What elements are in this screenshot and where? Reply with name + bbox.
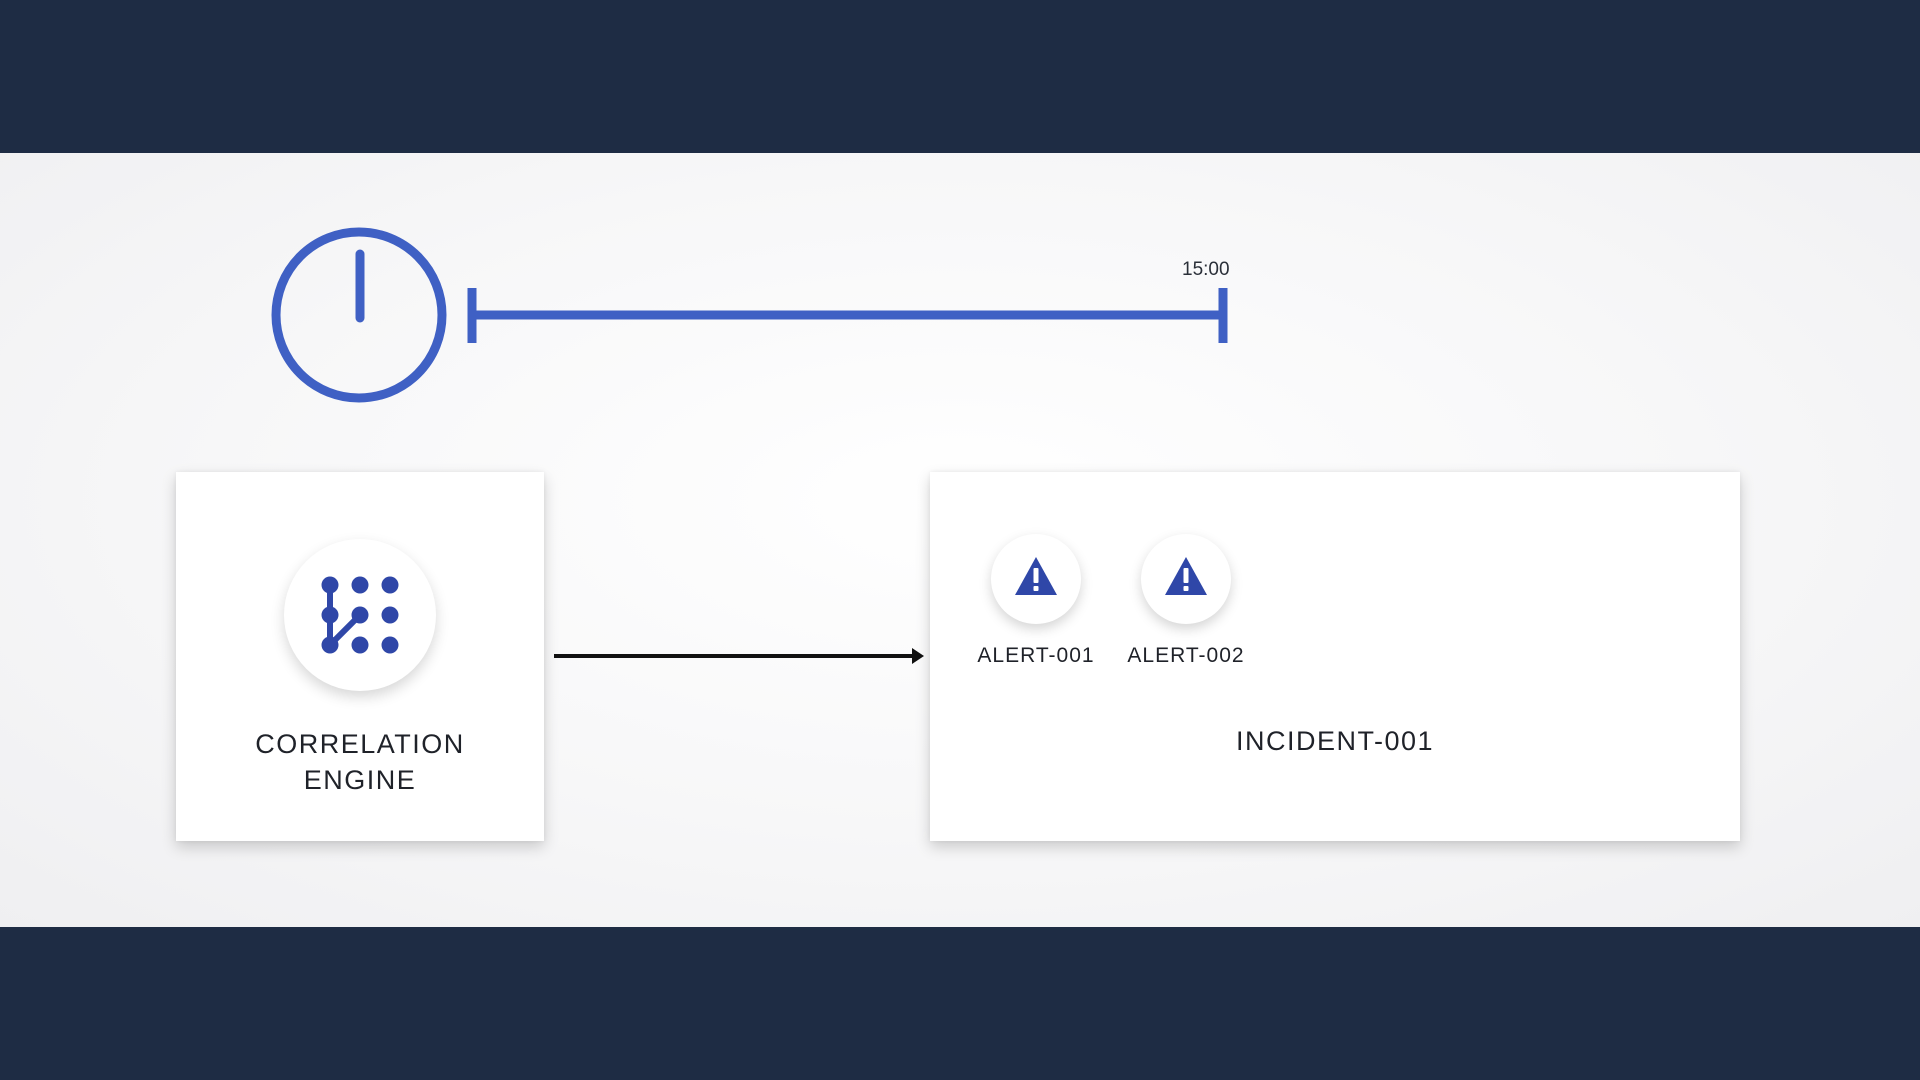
engine-label-line-1: CORRELATION [255, 729, 465, 759]
diagram-canvas: 15:00 CORRELATION ENGINE [0, 153, 1920, 927]
pattern-dot [381, 636, 399, 654]
engine-label-line-2: ENGINE [303, 765, 417, 795]
alert-item: ALERT-002 [1116, 534, 1256, 674]
incident-label: INCIDENT-001 [1235, 726, 1435, 756]
timer-graphic [271, 227, 1228, 403]
pattern-dot [381, 576, 399, 594]
pattern-dot [321, 636, 339, 654]
pattern-dot [321, 606, 339, 624]
pattern-dot [381, 606, 399, 624]
pattern-dot [351, 606, 369, 624]
correlation-engine-card: CORRELATION ENGINE [176, 472, 544, 841]
engine-icon-bubble [284, 539, 436, 691]
clock-icon [271, 227, 447, 403]
correlation-pattern-icon [321, 576, 399, 654]
warning-triangle-icon [1015, 557, 1057, 595]
alert-icon-bubble [991, 534, 1081, 624]
alert-item: ALERT-001 [966, 534, 1106, 674]
arrow-head [912, 648, 924, 664]
bottom-band [0, 927, 1920, 1080]
arrow-right-icon [554, 648, 924, 664]
engine-label: CORRELATION ENGINE [176, 726, 544, 798]
top-band [0, 0, 1920, 153]
pattern-dot [351, 576, 369, 594]
warning-triangle-icon [1165, 557, 1207, 595]
pattern-dot [351, 636, 369, 654]
alert-icon-bubble [1141, 534, 1231, 624]
pattern-dot [321, 576, 339, 594]
alert-label: ALERT-001 [977, 644, 1095, 667]
timeline-end-label: 15:00 [1182, 259, 1230, 280]
alert-label: ALERT-002 [1127, 644, 1245, 667]
incident-card: ALERT-001 ALERT-002 INCIDENT-001 [930, 472, 1740, 841]
